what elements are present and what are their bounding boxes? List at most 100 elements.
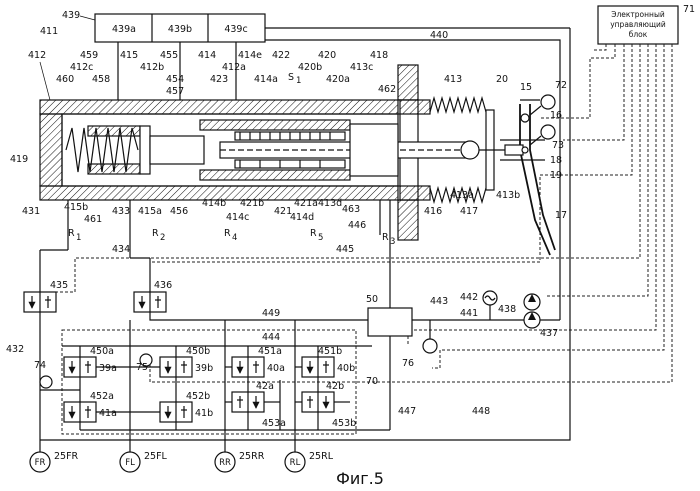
label-444: 444 <box>262 332 280 343</box>
label-459: 459 <box>80 50 98 61</box>
valve-435 <box>24 292 56 312</box>
label-413b: 413b <box>496 190 520 201</box>
label-461: 461 <box>84 214 102 225</box>
wheel-FL-code: FL <box>125 458 135 468</box>
label-415a: 415a <box>138 206 162 217</box>
valve-39b-label: 39b <box>195 363 213 374</box>
label-456: 456 <box>170 206 188 217</box>
label-r3-sub: 3 <box>390 237 395 247</box>
valve-451b-label: 451b <box>318 346 342 357</box>
label-s1-sub: 1 <box>296 76 301 86</box>
valve-453a-label: 453a <box>262 418 286 429</box>
figure-caption: Фиг.5 <box>336 469 384 488</box>
valve-39a-label: 39a <box>99 363 117 374</box>
valve-452a-label: 452a <box>90 391 114 402</box>
valve-436 <box>134 292 166 312</box>
label-437: 437 <box>540 328 558 339</box>
label-16: 16 <box>550 110 562 121</box>
wheel-RR-code: RR <box>219 458 231 468</box>
label-75: 75 <box>136 362 148 373</box>
label-446: 446 <box>348 220 366 231</box>
label-434: 434 <box>112 244 130 255</box>
label-r2: R <box>152 228 159 239</box>
label-70: 70 <box>366 376 378 387</box>
valve-450a-label: 450a <box>90 346 114 357</box>
valve-40b-label: 40b <box>337 363 355 374</box>
label-411: 411 <box>40 26 58 37</box>
ecu-line-1: Электронный <box>611 10 665 19</box>
valve-40a-label: 40a <box>267 363 285 374</box>
label-17: 17 <box>555 210 567 221</box>
label-r3: R <box>382 232 389 243</box>
valve-42a-label: 42a <box>256 381 274 392</box>
label-441: 441 <box>460 308 478 319</box>
label-432: 432 <box>6 344 24 355</box>
label-414: 414 <box>198 50 216 61</box>
label-455: 455 <box>160 50 178 61</box>
label-19: 19 <box>550 170 562 181</box>
label-r1: R <box>68 228 75 239</box>
label-413a: 413a <box>450 190 474 201</box>
label-415: 415 <box>120 50 138 61</box>
label-74: 74 <box>34 360 46 371</box>
label-71: 71 <box>683 4 695 15</box>
label-r5: R <box>310 228 317 239</box>
label-416: 416 <box>424 206 442 217</box>
valve-451a-label: 451a <box>258 346 282 357</box>
ecu-line-2: управляющий <box>610 20 666 29</box>
label-r4: R <box>224 228 231 239</box>
label-445: 445 <box>336 244 354 255</box>
label-419: 419 <box>10 154 28 165</box>
label-423: 423 <box>210 74 228 85</box>
label-460: 460 <box>56 74 74 85</box>
label-422: 422 <box>272 50 290 61</box>
label-412c: 412c <box>70 62 93 73</box>
label-421b: 421b <box>240 198 264 209</box>
label-458: 458 <box>92 74 110 85</box>
valve-450b-label: 450b <box>186 346 210 357</box>
label-420: 420 <box>318 50 336 61</box>
label-442: 442 <box>460 292 478 303</box>
reservoir-section-b: 439b <box>168 24 192 35</box>
label-457: 457 <box>166 86 184 97</box>
line-449 <box>150 312 368 320</box>
wheel-RL-id: 25RL <box>309 451 334 462</box>
label-412: 412 <box>28 50 46 61</box>
label-436: 436 <box>154 280 172 291</box>
valve-453b-label: 453b <box>332 418 356 429</box>
wheel-RL-code: RL <box>290 458 301 468</box>
label-439: 439 <box>62 10 80 21</box>
valve-41a-label: 41a <box>99 408 117 419</box>
label-r4-sub: 4 <box>232 233 237 243</box>
label-440: 440 <box>430 30 448 41</box>
valve-42b-label: 42b <box>326 381 344 392</box>
label-18: 18 <box>550 155 562 166</box>
reservoir-section-a: 439a <box>112 24 136 35</box>
label-417: 417 <box>460 206 478 217</box>
label-20: 20 <box>496 74 508 85</box>
label-15: 15 <box>520 82 532 93</box>
label-r2-sub: 2 <box>160 233 165 243</box>
label-412b: 412b <box>140 62 164 73</box>
label-76: 76 <box>402 358 414 369</box>
label-421a: 421a <box>294 198 318 209</box>
ecu-block: Электронный управляющий блок 71 <box>598 4 695 44</box>
wheel-FL-id: 25FL <box>144 451 168 462</box>
label-449: 449 <box>262 308 280 319</box>
label-435: 435 <box>50 280 68 291</box>
label-448: 448 <box>472 406 490 417</box>
label-463: 463 <box>342 204 360 215</box>
label-431: 431 <box>22 206 40 217</box>
label-433: 433 <box>112 206 130 217</box>
wheel-cylinders: FR 25FR FL 25FL RR 25RR RL 25RL <box>30 451 334 472</box>
label-413d: 413d <box>318 198 342 209</box>
label-420b: 420b <box>298 62 322 73</box>
label-r5-sub: 5 <box>318 233 323 243</box>
wheel-FR-code: FR <box>35 458 46 468</box>
valve-452b-label: 452b <box>186 391 210 402</box>
label-414a: 414a <box>254 74 278 85</box>
pump-motor <box>483 291 560 328</box>
label-413: 413 <box>444 74 462 85</box>
label-415b: 415b <box>64 202 88 213</box>
